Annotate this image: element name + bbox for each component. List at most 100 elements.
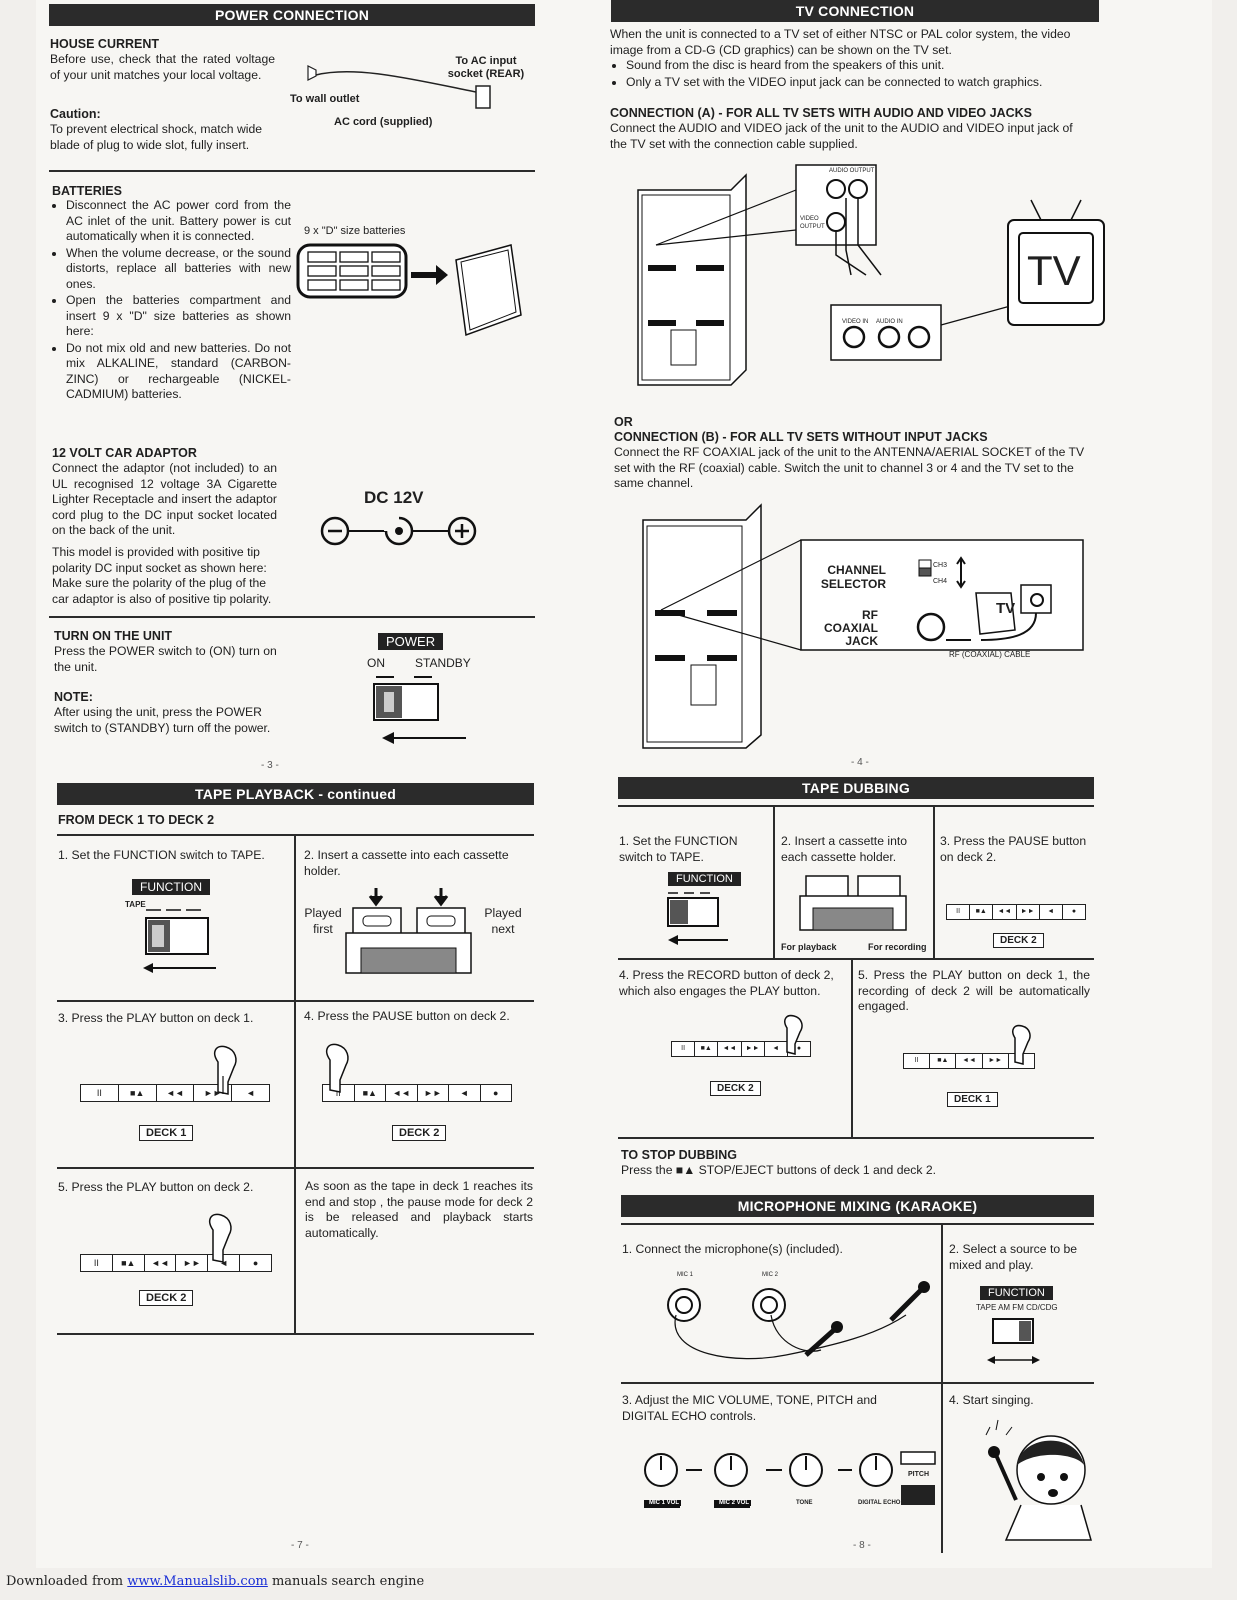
divider	[57, 1000, 534, 1002]
divider	[294, 834, 296, 1334]
fast-forward-button[interactable]: ►►	[194, 1085, 233, 1101]
fig-played-first: Played first	[304, 906, 342, 936]
rewind-button[interactable]: ◄◄	[386, 1085, 418, 1101]
list-item: Do not mix old and new batteries. Do not…	[66, 341, 291, 403]
rewind-button[interactable]: ◄◄	[157, 1085, 195, 1101]
karaoke-step-1: 1. Connect the microphone(s) (included).	[622, 1242, 843, 1256]
tape-dubbing-title: TAPE DUBBING	[618, 777, 1094, 799]
stop-eject-button[interactable]: ■▲	[930, 1054, 957, 1068]
play-button[interactable]: ◄	[449, 1085, 481, 1101]
batteries-figure	[296, 243, 522, 337]
fig-mic2: MIC 2	[762, 1272, 779, 1278]
karaoke-title: MICROPHONE MIXING (KARAOKE)	[621, 1195, 1094, 1217]
deck2-buttons: II ■▲ ◄◄ ►► ◄ ●	[322, 1084, 512, 1102]
play-button[interactable]: ◄	[208, 1255, 241, 1271]
rewind-button[interactable]: ◄◄	[993, 905, 1017, 919]
karaoke-step-4: 4. Start singing.	[949, 1393, 1034, 1407]
fast-forward-button[interactable]: ►►	[176, 1255, 209, 1271]
record-button[interactable]: ●	[493, 1088, 499, 1098]
function-switch-figure	[667, 892, 728, 945]
knob-label-mic1-vol: MIC 1 VOL	[647, 1500, 682, 1506]
deck2-label: DECK 2	[139, 1290, 194, 1306]
list-item: Disconnect the AC power cord from the AC…	[66, 198, 291, 245]
pause-button[interactable]: II	[672, 1042, 696, 1056]
play-button[interactable]: ◄	[246, 1088, 256, 1098]
page-number: - 3 -	[261, 760, 279, 771]
page-number: - 8 -	[853, 1540, 871, 1551]
stop-eject-button[interactable]: ■▲	[119, 1085, 157, 1101]
divider	[773, 805, 775, 960]
stop-eject-button[interactable]: ■▲	[113, 1255, 145, 1271]
fast-forward-button[interactable]: ►►	[1017, 905, 1040, 919]
playback-step-2: 2. Insert a cassette into each cassette …	[304, 848, 509, 878]
turn-on-heading: TURN ON THE UNIT	[54, 629, 173, 643]
record-button[interactable]: ●	[1071, 908, 1077, 915]
house-current-heading: HOUSE CURRENT	[50, 37, 160, 51]
divider	[621, 1382, 1094, 1384]
page-number: - 7 -	[291, 1540, 309, 1551]
divider	[49, 616, 535, 618]
connection-a-heading: CONNECTION (A) - FOR ALL TV SETS WITH AU…	[610, 106, 1032, 120]
playback-step-3: 3. Press the PLAY button on deck 1.	[58, 1011, 254, 1025]
stop-eject-button[interactable]: ■▲	[695, 1042, 719, 1056]
pause-button[interactable]: II	[323, 1085, 355, 1101]
pause-button[interactable]: II	[904, 1054, 931, 1068]
connection-b-text: Connect the RF COAXIAL jack of the unit …	[614, 445, 1085, 490]
pause-button[interactable]: II	[947, 905, 971, 919]
rewind-button[interactable]: ◄◄	[145, 1255, 177, 1271]
deck2-buttons: II ■▲ ◄◄ ►► ◄ ●	[80, 1254, 272, 1272]
caution-text: To prevent electrical shock, match wide …	[50, 122, 263, 152]
manualslib-link[interactable]: www.Manualslib.com	[127, 1574, 268, 1589]
divider	[618, 958, 1094, 960]
pause-button[interactable]: II	[81, 1085, 119, 1101]
stop-eject-button[interactable]: ■▲	[355, 1085, 386, 1101]
playback-auto-text: As soon as the tape in deck 1 reaches it…	[305, 1179, 533, 1240]
stop-eject-button[interactable]: ■▲	[970, 905, 994, 919]
fast-forward-button[interactable]: ►►	[983, 1054, 1009, 1068]
list-item: Only a TV set with the VIDEO input jack …	[626, 75, 1106, 91]
dc-polarity-figure	[320, 516, 477, 546]
karaoke-step-3: 3. Adjust the MIC VOLUME, TONE, PITCH an…	[622, 1393, 877, 1423]
function-switch-figure	[143, 909, 216, 973]
play-button[interactable]: ◄	[1040, 905, 1063, 919]
fig-for-recording: For recording	[868, 942, 927, 952]
fig-sources: TAPE AM FM CD/CDG	[976, 1303, 1058, 1312]
dubbing-step-5: 5. Press the PLAY button on deck 1, the …	[858, 968, 1090, 1013]
power-connection-title: POWER CONNECTION	[49, 4, 535, 26]
pause-button[interactable]: II	[81, 1255, 113, 1271]
function-switch-figure	[987, 1318, 1040, 1364]
fig-batteries: 9 x "D" size batteries	[304, 225, 406, 237]
fast-forward-button[interactable]: ►►	[418, 1085, 449, 1101]
cassette-insert-figure	[799, 875, 907, 931]
divider	[57, 1333, 534, 1335]
divider	[618, 1137, 1094, 1139]
footer-suffix: manuals search engine	[271, 1574, 425, 1589]
deck2-label: DECK 2	[392, 1125, 447, 1141]
record-button[interactable]: ●	[796, 1045, 802, 1052]
download-footer: Downloaded from www.Manualslib.com manua…	[6, 1574, 424, 1589]
fig-video-in: VIDEO IN	[842, 319, 869, 325]
fig-tape-label: TAPE	[125, 900, 146, 909]
footer-prefix: Downloaded from	[6, 1574, 124, 1589]
record-button[interactable]: ●	[252, 1258, 259, 1268]
tv-connection-title: TV CONNECTION	[611, 0, 1099, 22]
cassette-insert-figure	[345, 888, 472, 974]
fast-forward-button[interactable]: ►►	[742, 1042, 765, 1056]
finger-press-icon	[1012, 1024, 1031, 1065]
car-adaptor-heading: 12 VOLT CAR ADAPTOR	[52, 446, 197, 460]
power-switch-figure	[373, 676, 466, 744]
playback-step-1: 1. Set the FUNCTION switch to TAPE.	[58, 848, 265, 862]
manual-sheet: POWER CONNECTION HOUSE CURRENT Before us…	[36, 0, 1212, 1568]
fig-rf-coaxial-jack: RF COAXIAL JACK	[824, 608, 878, 648]
rewind-button[interactable]: ◄◄	[956, 1054, 983, 1068]
fig-rf-cable: RF (COAXIAL) CABLE	[949, 650, 1031, 659]
deck1-buttons: II ■▲ ◄◄ ►► ◄	[80, 1084, 270, 1102]
or-label: OR	[614, 415, 633, 429]
rewind-button[interactable]: ◄◄	[718, 1042, 742, 1056]
connection-b-heading: CONNECTION (B) - FOR ALL TV SETS WITHOUT…	[614, 430, 988, 444]
note-text: After using the unit, press the POWER sw…	[54, 705, 271, 735]
fig-mic1: MIC 1	[677, 1272, 694, 1278]
fig-power-label: POWER	[378, 633, 444, 650]
divider	[621, 1223, 1094, 1225]
house-current-text: Before use, check that the rated voltage…	[50, 52, 275, 82]
